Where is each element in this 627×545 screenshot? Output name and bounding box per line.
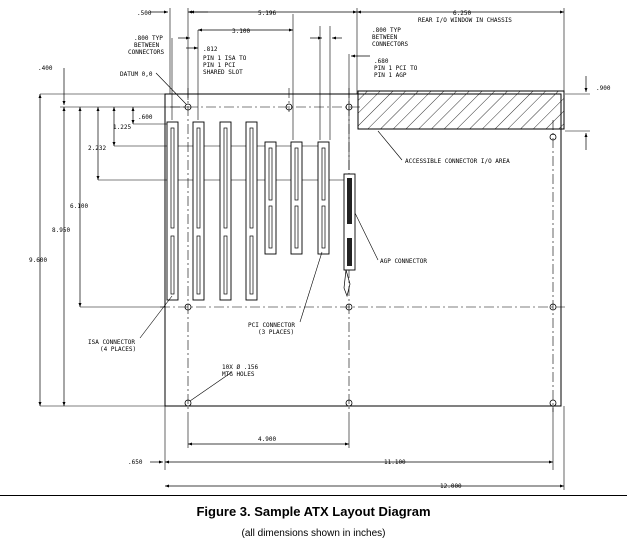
dim-6-100: 6.100 — [70, 203, 88, 210]
dim-9-600: 9.600 — [29, 257, 47, 264]
connectors-right: CONNECTORS — [372, 41, 409, 48]
between-left: BETWEEN — [134, 42, 160, 49]
dim-1-225: 1.225 — [113, 124, 131, 131]
mtg-holes-label: MTG HOLES — [222, 371, 255, 378]
leader-lines — [139, 72, 403, 402]
dim-6-250: 6.250 — [453, 10, 471, 17]
dim-0-812: .812 — [203, 46, 218, 53]
dim-0-600: .600 — [138, 114, 153, 121]
isa-count-label: (4 PLACES) — [100, 346, 136, 353]
pin1-pci-label: PIN 1 PCI — [203, 62, 236, 69]
agp-connector-label: AGP CONNECTOR — [380, 258, 427, 265]
pin1-agp-label: PIN 1 AGP — [374, 72, 407, 79]
dim-8-950: 8.950 — [52, 227, 70, 234]
dim-3-100: 3.100 — [232, 28, 250, 35]
datum-label: DATUM 0,0 — [120, 71, 153, 78]
figure-title: Figure 3. Sample ATX Layout Diagram — [196, 504, 431, 519]
mounting-holes — [184, 103, 557, 407]
rear-io-window — [357, 90, 565, 130]
agp-connector — [343, 173, 356, 298]
atx-layout-drawing: .500 5.196 6.250 REAR I/O WINDOW IN CHAS… — [29, 8, 611, 490]
dim-11-100: 11.100 — [384, 459, 406, 466]
pci-connector-label: PCI CONNECTOR — [248, 322, 295, 329]
pci-count-label: (3 PLACES) — [258, 329, 294, 336]
dim-0-800-left: .800 TYP — [134, 35, 163, 42]
pci-connectors — [264, 141, 330, 255]
dim-0-650: .650 — [128, 459, 143, 466]
dim-5-196: 5.196 — [258, 10, 276, 17]
caption-divider — [0, 495, 627, 496]
pin1-pci-to-label: PIN 1 PCI TO — [374, 65, 418, 72]
isa-connectors — [166, 121, 258, 301]
between-right: BETWEEN — [372, 34, 398, 41]
io-area-label: ACCESSIBLE CONNECTOR I/O AREA — [405, 158, 510, 165]
mtg-holes-size-label: 10X Ø .156 — [222, 364, 259, 371]
dim-0-680: .680 — [374, 58, 389, 65]
dim-0-800-right: .800 TYP — [372, 27, 401, 34]
isa-slot-grooves — [170, 127, 254, 295]
connectors-left: CONNECTORS — [128, 49, 165, 56]
dim-0-400: .400 — [38, 65, 53, 72]
dim-0-900: .900 — [596, 85, 611, 92]
isa-connector-label: ISA CONNECTOR — [88, 339, 135, 346]
rear-window-label: REAR I/O WINDOW IN CHASSIS — [418, 17, 512, 24]
extension-lines — [40, 8, 590, 490]
dim-2-232: 2.232 — [88, 145, 106, 152]
dim-4-900: 4.900 — [258, 436, 276, 443]
dimension-lines — [38, 10, 588, 488]
reference-lines — [80, 123, 350, 308]
dim-12-000: 12.000 — [440, 483, 462, 490]
figure-subtitle: (all dimensions shown in inches) — [241, 528, 386, 539]
pci-slot-grooves — [268, 147, 326, 249]
shared-slot-label: SHARED SLOT — [203, 69, 243, 76]
dim-0-500: .500 — [137, 10, 152, 17]
pin1-isa-label: PIN 1 ISA TO — [203, 55, 247, 62]
